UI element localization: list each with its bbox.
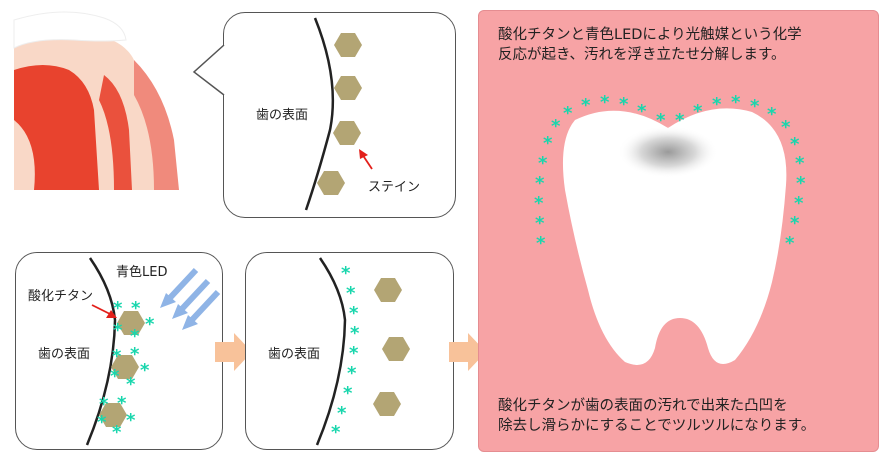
result-bottom-text-line2: 除去し滑らかにすることでツルツルになります。 bbox=[498, 418, 816, 434]
titanium-oxide-label: 酸化チタン bbox=[28, 289, 94, 304]
result-top-text-line1: 酸化チタンと青色LEDにより光触媒という化学 bbox=[498, 27, 802, 43]
catalyst-mark: * bbox=[145, 314, 155, 335]
catalyst-mark: * bbox=[350, 323, 360, 344]
catalyst-mark: * bbox=[534, 193, 544, 214]
catalyst-mark: * bbox=[767, 104, 777, 125]
catalyst-mark: * bbox=[535, 213, 545, 234]
zoom-surface-label: 歯の表面 bbox=[256, 108, 309, 123]
catalyst-mark: * bbox=[113, 298, 123, 319]
catalyst-mark: * bbox=[130, 326, 140, 347]
catalyst-mark: * bbox=[785, 233, 795, 254]
catalyst-mark: * bbox=[563, 103, 573, 124]
catalyst-mark: * bbox=[794, 193, 804, 214]
result-top-text-line2: 反応が起き、汚れを浮き立たせ分解します。 bbox=[498, 47, 786, 63]
catalyst-mark: * bbox=[117, 393, 127, 414]
tooth-cross-section-illustration bbox=[13, 0, 184, 195]
catalyst-mark: * bbox=[600, 92, 610, 113]
catalyst-mark: * bbox=[731, 92, 741, 113]
catalyst-mark: * bbox=[331, 422, 341, 443]
catalyst-mark: * bbox=[112, 346, 122, 367]
result-bottom-text-line1: 酸化チタンが歯の表面の汚れで出来た凸凹を bbox=[498, 398, 788, 414]
catalyst-mark: * bbox=[126, 410, 136, 431]
catalyst-mark: * bbox=[346, 283, 356, 304]
catalyst-mark: * bbox=[619, 94, 629, 115]
catalyst-mark: * bbox=[637, 101, 647, 122]
catalyst-mark: * bbox=[140, 360, 150, 381]
catalyst-mark: * bbox=[349, 303, 359, 324]
catalyst-mark: * bbox=[130, 344, 140, 365]
catalyst-mark: * bbox=[790, 134, 800, 155]
catalyst-mark: * bbox=[343, 383, 353, 404]
catalyst-mark: * bbox=[337, 403, 347, 424]
step2-panel bbox=[245, 252, 454, 450]
stain-label: ステイン bbox=[368, 180, 421, 195]
catalyst-mark: * bbox=[347, 363, 357, 384]
catalyst-mark: * bbox=[536, 233, 546, 254]
catalyst-mark: * bbox=[790, 213, 800, 234]
catalyst-mark: * bbox=[97, 412, 107, 433]
catalyst-mark: * bbox=[712, 94, 722, 115]
catalyst-mark: * bbox=[693, 101, 703, 122]
catalyst-mark: * bbox=[750, 96, 760, 117]
step2-surface-label: 歯の表面 bbox=[268, 347, 321, 362]
catalyst-mark: * bbox=[126, 374, 136, 395]
catalyst-mark: * bbox=[535, 173, 545, 194]
catalyst-mark: * bbox=[581, 95, 591, 116]
catalyst-mark: * bbox=[113, 320, 123, 341]
catalyst-mark: * bbox=[795, 153, 805, 174]
catalyst-mark: * bbox=[543, 133, 553, 154]
catalyst-mark: * bbox=[112, 422, 122, 443]
catalyst-mark: * bbox=[341, 263, 351, 284]
catalyst-mark: * bbox=[131, 298, 141, 319]
catalyst-mark: * bbox=[551, 116, 561, 137]
catalyst-mark: * bbox=[99, 394, 109, 415]
step1-surface-label: 歯の表面 bbox=[38, 347, 91, 362]
catalyst-mark: * bbox=[675, 110, 685, 131]
catalyst-mark: * bbox=[538, 153, 548, 174]
catalyst-mark: * bbox=[796, 173, 806, 194]
catalyst-mark: * bbox=[110, 366, 120, 387]
catalyst-mark: * bbox=[349, 343, 359, 364]
catalyst-mark: * bbox=[656, 110, 666, 131]
led-label: 青色LED bbox=[116, 265, 168, 280]
catalyst-mark: * bbox=[781, 117, 791, 138]
